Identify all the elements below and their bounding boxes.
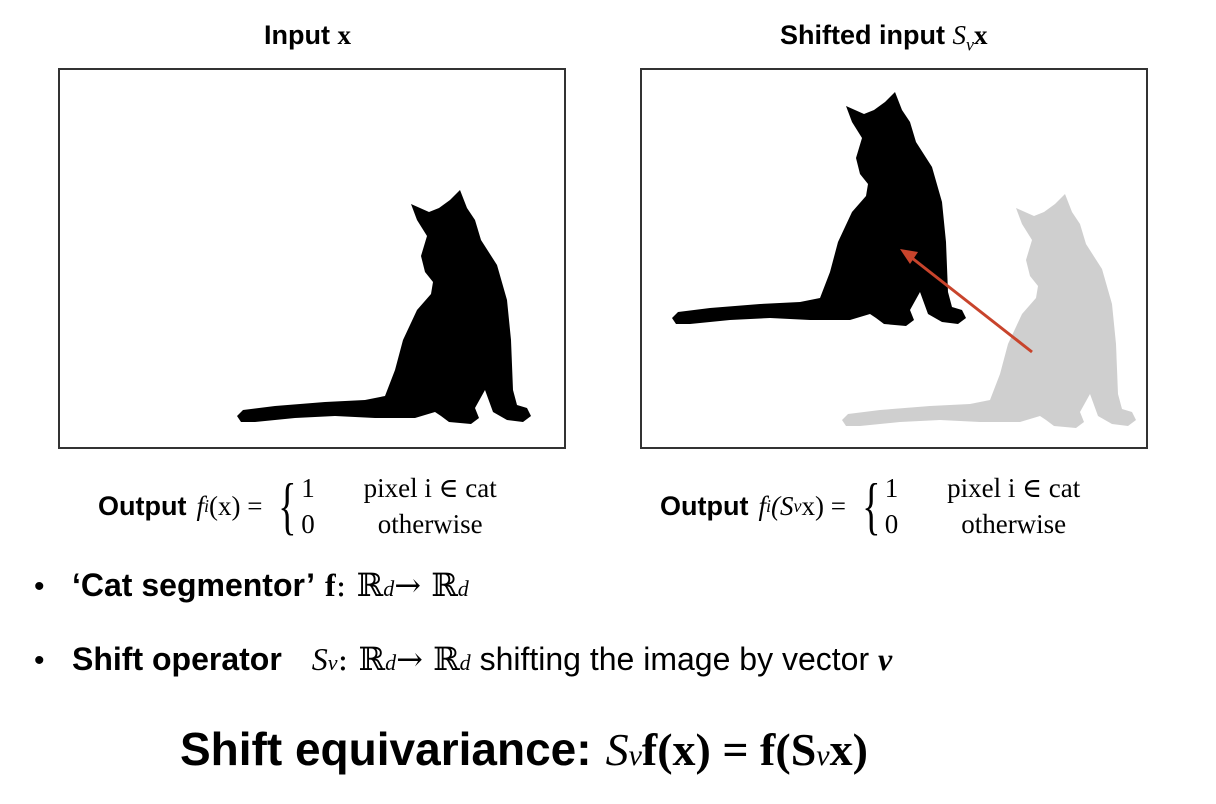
bullet2-math-rest: : ℝ	[337, 640, 386, 678]
input-image-canvas	[237, 190, 531, 424]
headline-rhs-sub: v	[816, 739, 830, 772]
headline-lhs-rest: f(x) = f(S	[641, 724, 817, 775]
bullet2-math-name: S	[311, 641, 328, 677]
headline-lhs-S: S	[605, 724, 629, 775]
bullet1-strong: ‘Cat segmentor’	[72, 567, 316, 603]
right-output-sub: i	[765, 495, 771, 516]
shifted-cat-silhouette	[672, 92, 966, 326]
bullet2-math-sub: v	[327, 650, 338, 675]
bullet2-strong: Shift operator	[72, 641, 282, 677]
bullet2-sup2: d	[459, 650, 471, 675]
bullet1-math-name: f	[325, 567, 336, 603]
left-case1-value: 1	[301, 473, 315, 503]
shifted-image	[640, 68, 1148, 449]
ghost-cat-silhouette	[842, 194, 1136, 428]
bullet-dot: •	[34, 644, 45, 677]
right-case1-value: 1	[884, 473, 899, 503]
right-case2-value: 0	[884, 509, 899, 539]
right-title-sub: v	[965, 34, 974, 55]
left-panel-title: Input x	[264, 20, 351, 51]
right-panel-title: Shifted input Svx	[780, 20, 987, 55]
right-case2-cond: otherwise	[961, 509, 1067, 539]
right-output-label: Output	[660, 490, 749, 521]
bullet-dot: •	[34, 570, 45, 603]
right-title-math: S	[952, 20, 966, 50]
right-output-arg-sub: v	[793, 495, 802, 516]
left-case2-value: 0	[301, 509, 315, 539]
headline-strong: Shift equivariance:	[180, 723, 592, 775]
bullet2-tail: shifting the image by vector	[470, 641, 878, 677]
left-title-text: Input	[264, 20, 338, 50]
right-title-text: Shifted input	[780, 20, 953, 50]
right-title-math2: x	[973, 20, 988, 50]
left-output-label: Output	[98, 490, 187, 521]
bullet1-sup2: d	[457, 576, 469, 601]
shifted-image-canvas	[672, 92, 1136, 428]
headline-lhs-sub: v	[628, 739, 642, 772]
shift-vector-arrow	[900, 249, 1033, 354]
right-case1-cond: pixel i ∈ cat	[947, 473, 1081, 503]
bullet2-arrow: → ℝ	[396, 640, 460, 678]
bullet1-arrow: → ℝ	[394, 566, 458, 604]
bullet1-sup1: d	[383, 576, 395, 601]
right-output-arg-open: (S	[771, 490, 794, 521]
bullet1-math-rest: : ℝ	[335, 566, 384, 604]
left-output-sub: i	[203, 495, 209, 516]
left-title-math: x	[337, 20, 351, 50]
left-case2-cond: otherwise	[377, 509, 483, 539]
left-output-arg: (x) =	[209, 490, 263, 521]
right-output-f: f	[758, 490, 766, 521]
bullet2-tail-math: v	[877, 641, 893, 677]
bullet2-sup1: d	[385, 650, 397, 675]
headline-rhs-rest: x)	[829, 724, 868, 775]
left-case1-cond: pixel i ∈ cat	[363, 473, 497, 503]
left-output-f: f	[196, 490, 204, 521]
cat-silhouette	[237, 190, 531, 424]
right-output-arg-close: x) =	[801, 490, 846, 521]
input-image	[58, 68, 566, 449]
